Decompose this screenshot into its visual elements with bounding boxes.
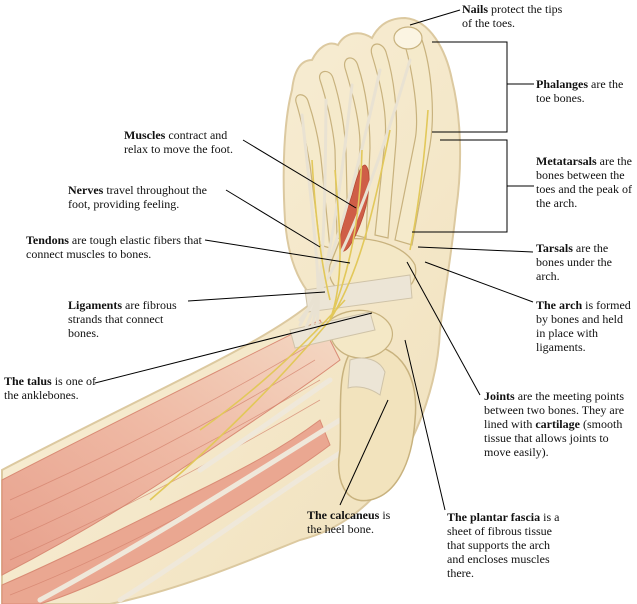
term-talus: The talus (4, 374, 52, 388)
term-phalanges: Phalanges (536, 77, 589, 91)
ankle-ligaments (289, 274, 413, 396)
label-arch: The arch is formed by bones and held in … (536, 298, 634, 354)
label-nerves: Nerves travel throughout the foot, provi… (68, 183, 228, 211)
desc-arch: is formed by bones and held in place wit… (536, 298, 631, 354)
term-metatarsals: Metatarsals (536, 154, 597, 168)
desc-calcaneus: is the heel bone. (307, 508, 391, 536)
label-plantar-fascia: The plantar fascia is a sheet of fibrous… (447, 510, 567, 580)
desc-talus: is one of the anklebones. (4, 374, 97, 402)
term-arch: The arch (536, 298, 583, 312)
nerves (149, 109, 429, 501)
foot-tendons (298, 58, 412, 342)
leg-muscles (1, 319, 341, 576)
leg-muscles-lower (1, 419, 331, 604)
term-nerves: Nerves (68, 183, 104, 197)
term-joints: Joints (484, 389, 515, 403)
leader-lines (94, 9, 534, 511)
term-calcaneus: The calcaneus (307, 508, 380, 522)
desc-tendons: are tough elastic fibers that connect mu… (26, 233, 202, 261)
term-muscles: Muscles (124, 128, 166, 142)
leg-tendons (37, 377, 348, 603)
desc-tarsals: are the bones under the arch. (536, 241, 612, 283)
term-cartilage: cartilage (535, 417, 580, 431)
desc-phalanges: are the toe bones. (536, 77, 624, 105)
label-muscles: Muscles contract and relax to move the f… (124, 128, 246, 156)
term-nails: Nails (462, 2, 489, 16)
term-plantar-fascia: The plantar fascia (447, 510, 541, 524)
label-calcaneus: The calcaneus is the heel bone. (307, 508, 399, 536)
label-tarsals: Tarsals are the bones under the arch. (536, 241, 626, 283)
label-phalanges: Phalanges are the toe bones. (536, 77, 631, 105)
label-ligaments: Ligaments are fibrous strands that conne… (68, 298, 186, 340)
label-tendons: Tendons are tough elastic fibers that co… (26, 233, 206, 261)
label-nails: Nails protect the tips of the toes. (462, 2, 572, 30)
label-talus: The talus is one of the anklebones. (4, 374, 104, 402)
term-tendons: Tendons (26, 233, 69, 247)
term-tarsals: Tarsals (536, 241, 573, 255)
desc-metatarsals: are the bones between the toes and the p… (536, 154, 632, 210)
desc-nails: protect the tips of the toes. (462, 2, 563, 30)
toenail (393, 26, 423, 50)
desc-muscles: contract and relax to move the foot. (124, 128, 233, 156)
desc-plantar-fascia: is a sheet of fibrous tissue that suppor… (447, 510, 560, 580)
phalanges-bracket (432, 41, 534, 133)
label-metatarsals: Metatarsals are the bones between the to… (536, 154, 634, 210)
term-ligaments: Ligaments (68, 298, 122, 312)
desc-joints: are the meeting points between two bones… (484, 389, 625, 431)
label-joints: Joints are the meeting points between tw… (484, 389, 634, 459)
metatarsals-bracket (412, 139, 534, 233)
desc-cartilage: (smooth tissue that allows joints to mov… (484, 417, 623, 459)
desc-nerves: travel throughout the foot, providing fe… (68, 183, 207, 211)
desc-ligaments: are fibrous strands that connect bones. (68, 298, 177, 340)
